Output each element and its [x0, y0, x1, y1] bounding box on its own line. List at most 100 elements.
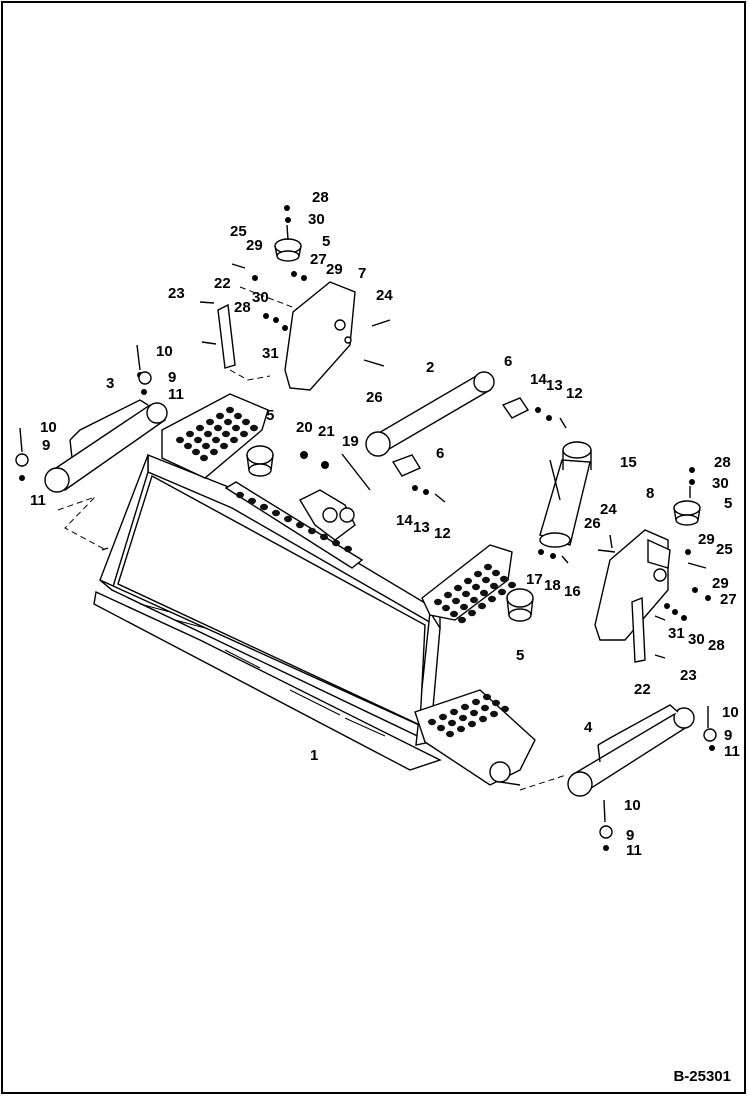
plate-hole [222, 430, 230, 438]
callout-24: 24 [376, 287, 393, 304]
plate-hole [320, 533, 328, 541]
callout-19: 19 [342, 433, 359, 450]
plate-hole [488, 595, 496, 603]
plate-hole [284, 515, 292, 523]
callout-23: 23 [680, 667, 697, 684]
plate-hole [344, 545, 352, 553]
callout-5: 5 [322, 233, 330, 250]
callout-17: 17 [526, 571, 543, 588]
callout-16: 16 [564, 583, 581, 600]
callout-6: 6 [504, 353, 512, 370]
callout-20: 20 [296, 419, 313, 436]
callout-29: 29 [326, 261, 343, 278]
callout-31: 31 [668, 625, 685, 642]
callout-28: 28 [708, 637, 725, 654]
plate-hole [442, 604, 450, 612]
callout-9: 9 [724, 727, 732, 744]
callout-28: 28 [312, 189, 329, 206]
callout-27: 27 [310, 251, 327, 268]
callout-14: 14 [396, 512, 413, 529]
plate-hole [450, 610, 458, 618]
callout-9: 9 [42, 437, 50, 454]
main-frame-part-1 [93, 453, 442, 771]
callout-5: 5 [724, 495, 732, 512]
plate-hole [332, 539, 340, 547]
callout-4: 4 [584, 719, 593, 736]
callout-11: 11 [168, 386, 184, 403]
plate-hole [500, 575, 508, 583]
callout-29: 29 [712, 575, 729, 592]
plate-hole [484, 563, 492, 571]
plate-hole [508, 581, 516, 589]
left-step-plate [161, 393, 269, 479]
plate-hole [196, 424, 204, 432]
plate-hole [272, 509, 280, 517]
callout-9: 9 [168, 369, 176, 386]
plate-hole [212, 436, 220, 444]
callout-12: 12 [566, 385, 583, 402]
callout-1: 1 [310, 747, 318, 764]
plate-hole [230, 436, 238, 444]
lower-right-beam [414, 689, 536, 786]
callout-13: 13 [413, 519, 430, 536]
callout-23: 23 [168, 285, 185, 302]
callout-3: 3 [106, 375, 114, 392]
plate-hole [460, 603, 468, 611]
callout-28: 28 [714, 454, 731, 471]
callout-30: 30 [308, 211, 325, 228]
plate-hole [457, 725, 465, 733]
callout-30: 30 [252, 289, 269, 306]
plate-hole [458, 616, 466, 624]
callout-29: 29 [698, 531, 715, 548]
right-step-plate [421, 544, 516, 624]
plate-hole [483, 693, 491, 701]
lift-arm-part-4 [567, 704, 695, 797]
plate-hole [498, 588, 506, 596]
plate-hole [490, 710, 498, 718]
dashed-leaders [57, 286, 567, 791]
plate-hole [480, 589, 488, 597]
callout-10: 10 [40, 419, 57, 436]
plate-hole [472, 583, 480, 591]
callout-27: 27 [720, 591, 737, 608]
mount-plate-part-8 [594, 529, 671, 663]
plate-hole [474, 570, 482, 578]
callout-29: 29 [246, 237, 263, 254]
callout-25: 25 [716, 541, 733, 558]
center-plate [224, 481, 364, 569]
plate-hole [490, 582, 498, 590]
callout-31: 31 [262, 345, 279, 362]
plate-hole [444, 591, 452, 599]
callout-13: 13 [546, 377, 563, 394]
plate-hole [214, 424, 222, 432]
callout-30: 30 [688, 631, 705, 648]
plate-hole [226, 406, 234, 414]
callout-24: 24 [600, 501, 617, 518]
plate-hole [192, 448, 200, 456]
plate-hole [437, 724, 445, 732]
callout-28: 28 [234, 299, 251, 316]
plate-hole [446, 730, 454, 738]
cylinder-part-15 [539, 441, 592, 548]
plate-hole [459, 714, 467, 722]
callout-11: 11 [30, 492, 46, 509]
plate-hole [501, 705, 509, 713]
plate-hole [468, 720, 476, 728]
callout-5: 5 [266, 407, 274, 424]
callout-6: 6 [436, 445, 444, 462]
plate-hole [200, 454, 208, 462]
plate-hole [240, 430, 248, 438]
plate-hole [464, 577, 472, 585]
plate-hole [296, 521, 304, 529]
callout-30: 30 [712, 475, 729, 492]
plate-hole [482, 576, 490, 584]
rubber-mounts-part-5 [246, 238, 701, 622]
plate-hole [186, 430, 194, 438]
mount-plate-part-7 [217, 281, 356, 391]
plate-hole [450, 708, 458, 716]
plate-hole [220, 442, 228, 450]
callout-7: 7 [358, 265, 366, 282]
